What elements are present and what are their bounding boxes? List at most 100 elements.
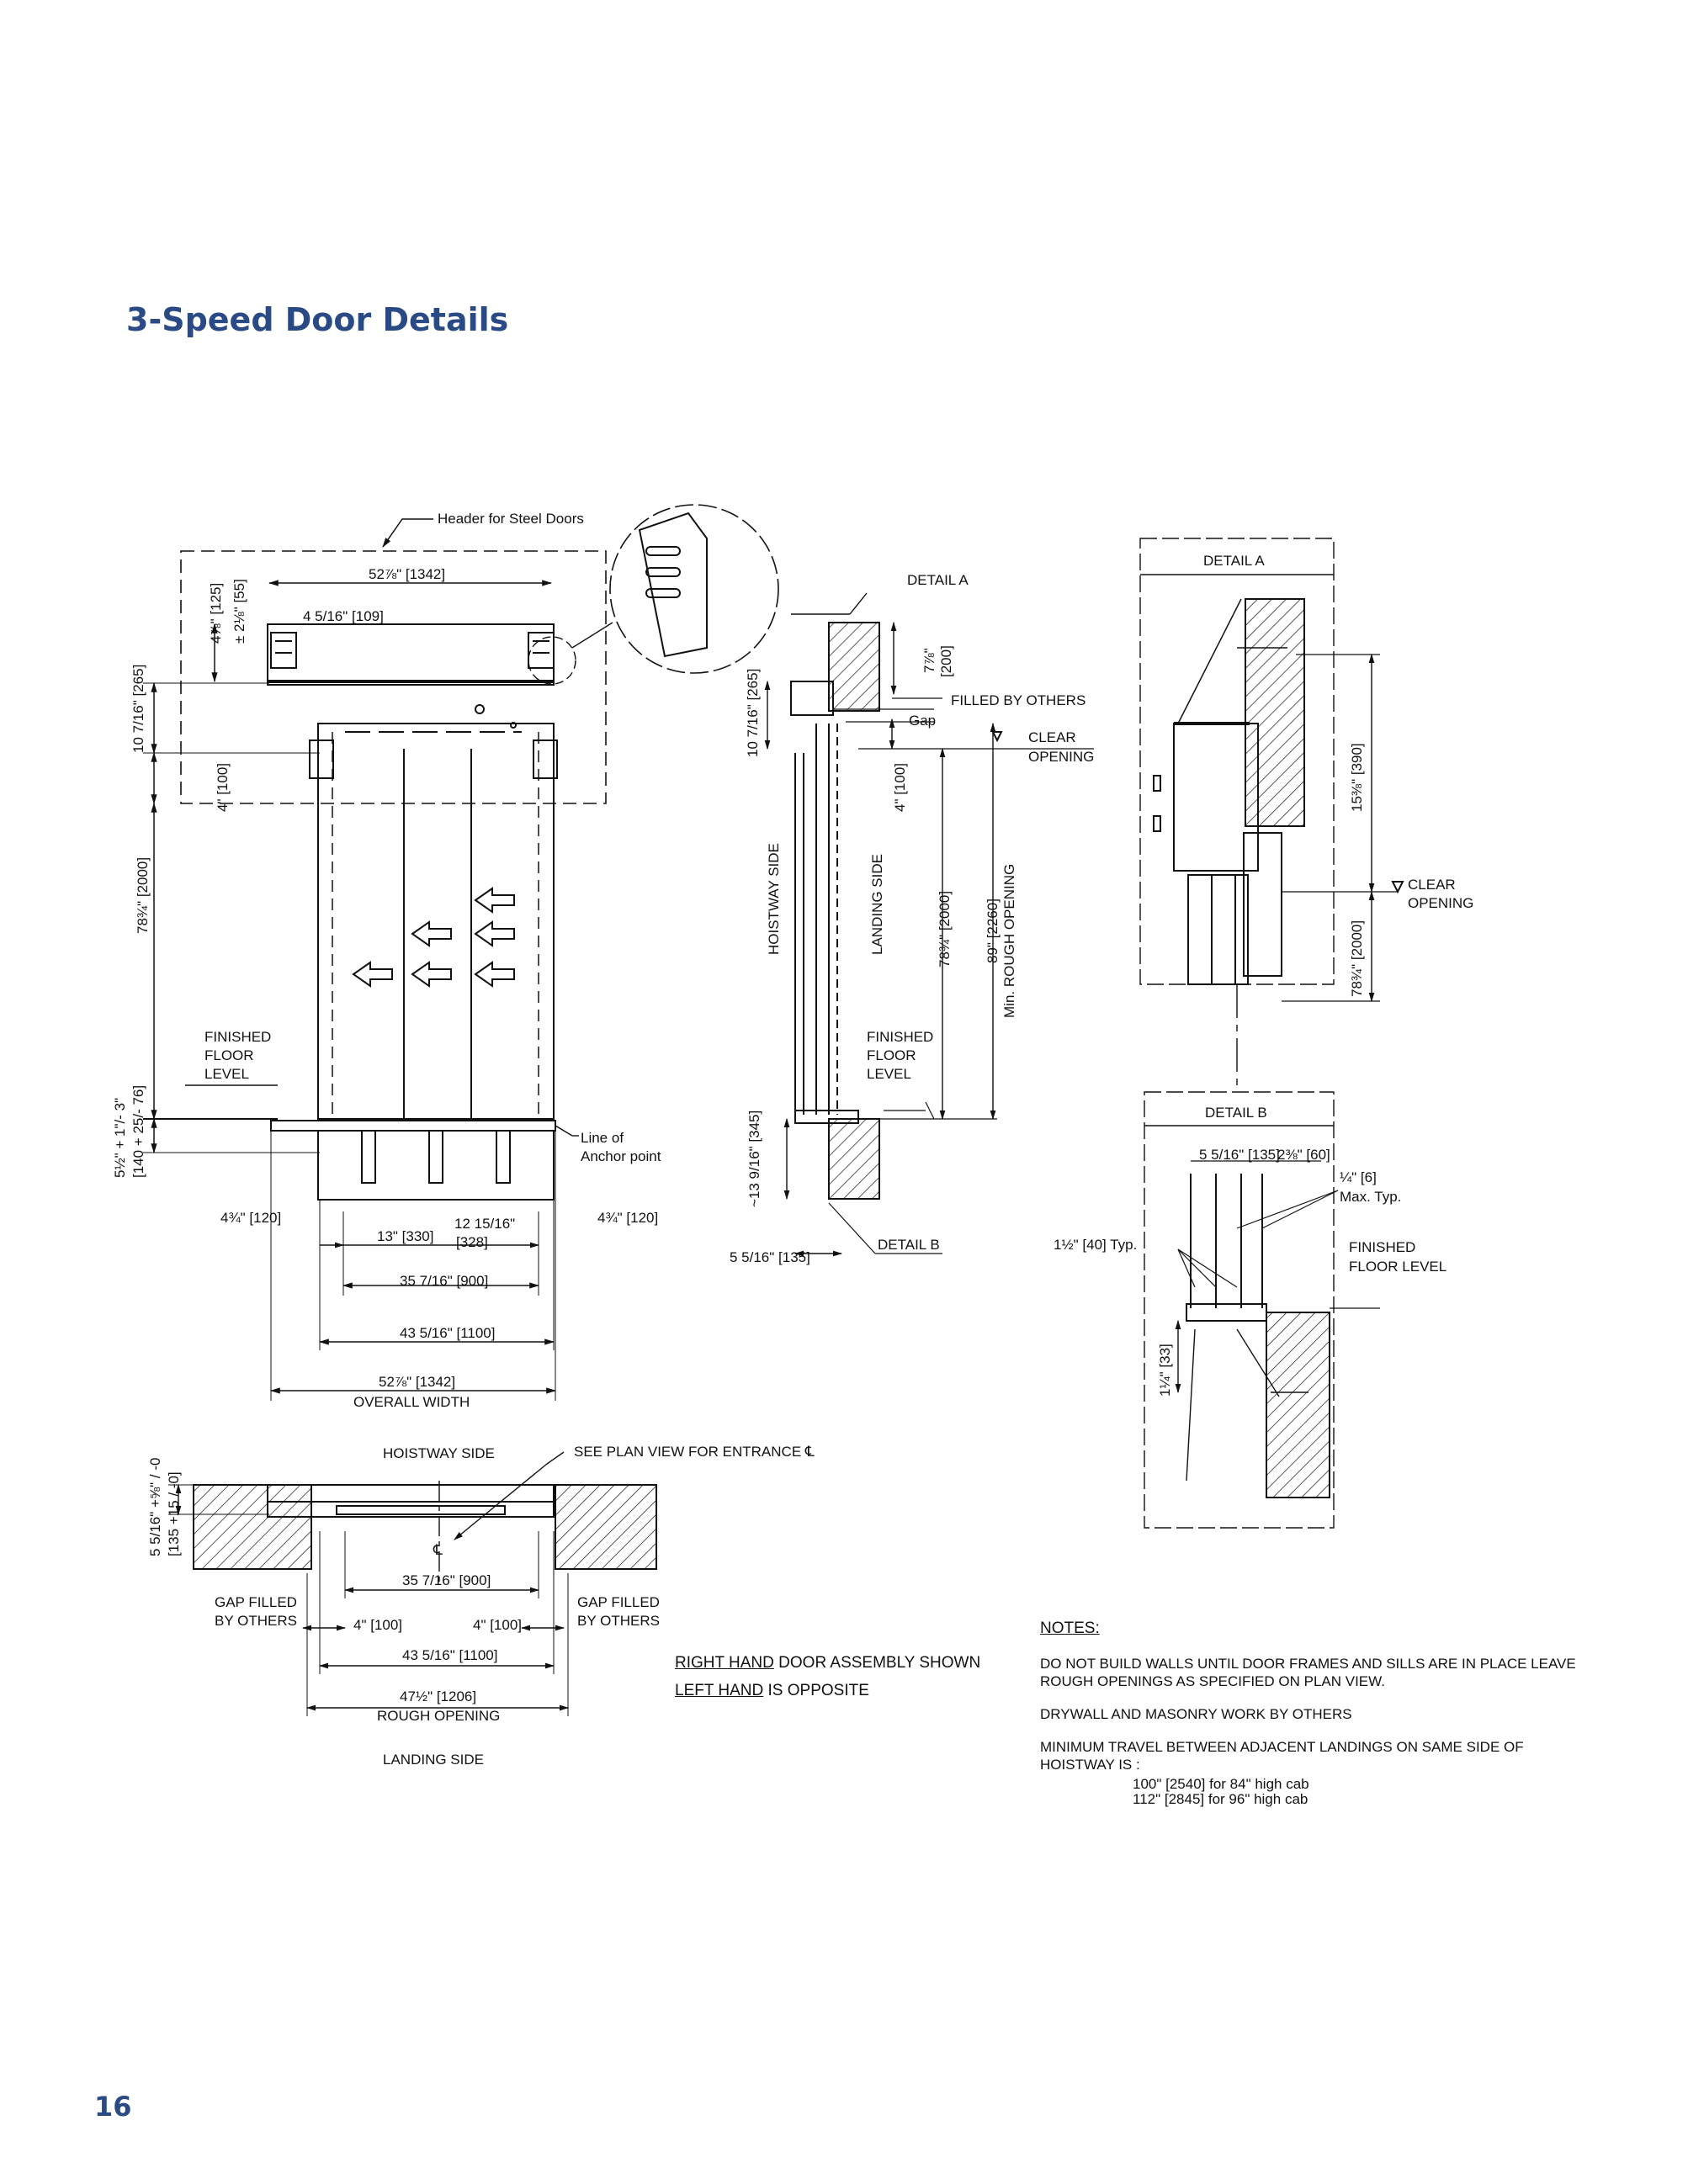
dim-328: [328]	[456, 1234, 488, 1250]
section-dim-135: 5 5/16" [135]	[730, 1249, 810, 1265]
section-floor-2: FLOOR	[867, 1047, 916, 1063]
section-labels: DETAIL A 7⅞" [200] FILLED BY OTHERS Gap …	[730, 572, 1094, 1265]
dim-35: 35 7/16" [900]	[400, 1273, 488, 1289]
anchor-label-1: Line of	[581, 1130, 624, 1146]
section-dim-265: 10 7/16" [265]	[745, 669, 761, 757]
section-dim-200: [200]	[938, 645, 954, 677]
side-section	[764, 592, 1094, 1257]
detail-a-title: DETAIL A	[1203, 553, 1265, 569]
detail-b-floor-1: FINISHED	[1349, 1239, 1415, 1255]
anchor-label-2: Anchor point	[581, 1148, 661, 1164]
detail-a-clear-1: CLEAR	[1408, 877, 1456, 893]
dim-13: 13" [330]	[377, 1228, 433, 1244]
note-3: MINIMUM TRAVEL BETWEEN ADJACENT LANDINGS…	[1040, 1739, 1524, 1773]
plan-dim-35: 35 7/16" [900]	[402, 1572, 491, 1588]
note-2: DRYWALL AND MASONRY WORK BY OTHERS	[1040, 1706, 1352, 1722]
floor-label-1: FINISHED	[204, 1029, 271, 1045]
door-height-dim: 78¾" [2000]	[135, 857, 151, 934]
landing-side: LANDING SIDE	[869, 854, 885, 955]
detail-b-dim-135: 5 5/16" [135]	[1199, 1147, 1280, 1163]
detail-b-title: DETAIL B	[1205, 1105, 1267, 1121]
plan-centerline: ℄	[433, 1542, 443, 1558]
dim-right: 4¾" [120]	[597, 1210, 658, 1226]
detail-b-dim-40: 1½" [40] Typ.	[1054, 1237, 1137, 1253]
plan-dim-47: 47½" [1206]	[400, 1688, 476, 1704]
see-plan-view: SEE PLAN VIEW FOR ENTRANCE ℄	[574, 1444, 815, 1460]
clear-label-1: CLEAR	[1028, 729, 1076, 745]
plan-dim-left-2: [135 +15 / -0]	[166, 1471, 182, 1556]
gap-filled-left-2: BY OTHERS	[215, 1613, 297, 1629]
dim-43: 43 5/16" [1100]	[400, 1325, 495, 1341]
page-title: 3-Speed Door Details	[126, 301, 509, 338]
detail-b	[1144, 1091, 1380, 1529]
plan-view	[168, 1451, 657, 1716]
elevation-labels: Header for Steel Doors 52⅞" [1342] 4 5/1…	[112, 511, 661, 1410]
clear-label-2: OPENING	[1028, 749, 1094, 765]
section-dim-2000: 78¾" [2000]	[937, 891, 953, 967]
plan-dim-43: 43 5/16" [1100]	[402, 1647, 497, 1663]
plan-landing-side: LANDING SIDE	[383, 1752, 484, 1768]
sill-dim-1: 5½" + 1"/- 3"	[112, 1098, 128, 1178]
detail-b-dim-6: ¼" [6]	[1340, 1169, 1377, 1185]
header-dim-2: ± 2⅛" [55]	[231, 579, 247, 644]
section-dim-345: ~13 9/16" [345]	[746, 1111, 762, 1207]
top-width-dim: 52⅞" [1342]	[369, 566, 445, 582]
notes-block: NOTES: DO NOT BUILD WALLS UNTIL DOOR FRA…	[1040, 1619, 1579, 1807]
section-dim-89: 89" [2260]	[985, 899, 1001, 963]
front-elevation	[143, 504, 779, 1401]
gap-filled-right-1: GAP FILLED	[577, 1594, 660, 1610]
right-hand-rest: DOOR ASSEMBLY SHOWN	[773, 1654, 981, 1672]
header-dim-1: 4⅞" [125]	[208, 583, 224, 644]
detail-b-dim-60: 2⅜" [60]	[1277, 1147, 1330, 1163]
min-rough-opening: Min. ROUGH OPENING	[1001, 864, 1017, 1018]
floor-label-3: LEVEL	[204, 1066, 249, 1082]
page-number: 16	[94, 2091, 132, 2123]
detail-a-labels: DETAIL A 15⅜" [390] CLEAR OPENING 78¾" […	[1203, 553, 1473, 997]
hoistway-side: HOISTWAY SIDE	[766, 843, 782, 955]
section-detail-b: DETAIL B	[878, 1237, 940, 1253]
left-hand-rest: IS OPPOSITE	[763, 1682, 869, 1699]
floor-label-2: FLOOR	[204, 1047, 254, 1063]
detail-a-dim-2000: 78¾" [2000]	[1349, 920, 1365, 997]
note-3b: 112" [2845] for 96" high cab	[1133, 1791, 1308, 1807]
detail-a-clear-2: OPENING	[1408, 895, 1473, 911]
plan-dim-100-left: 4" [100]	[353, 1617, 402, 1633]
gap-filled-left-1: GAP FILLED	[215, 1594, 297, 1610]
section-detail-a: DETAIL A	[907, 572, 969, 588]
hand-note: RIGHT HAND DOOR ASSEMBLY SHOWN LEFT HAND…	[675, 1649, 980, 1704]
note-3a: 100" [2540] for 84" high cab	[1133, 1776, 1309, 1792]
detail-a	[1139, 538, 1404, 1089]
section-floor-3: LEVEL	[867, 1066, 911, 1082]
right-hand-label: RIGHT HAND	[675, 1654, 774, 1672]
detail-b-max-typ: Max. Typ.	[1340, 1189, 1401, 1205]
section-dim-7: 7⅞"	[921, 648, 937, 673]
detail-a-dim-390: 15⅜" [390]	[1349, 743, 1365, 812]
header-height-dim: 10 7/16" [265]	[130, 665, 146, 753]
bracket-dim: 4 5/16" [109]	[303, 608, 384, 624]
plan-dim-left-1: 5 5/16" +⅝" / -0	[147, 1458, 163, 1556]
overall-width-dim: 52⅞" [1342]	[379, 1374, 455, 1390]
left-hand-label: LEFT HAND	[675, 1682, 764, 1699]
sill-dim-2: [140 + 25/- 76]	[130, 1085, 146, 1178]
plan-hoistway-side: HOISTWAY SIDE	[383, 1445, 495, 1461]
header-gap-dim: 4" [100]	[215, 763, 231, 812]
note-1: DO NOT BUILD WALLS UNTIL DOOR FRAMES AND…	[1040, 1656, 1576, 1689]
detail-b-dim-33: 1¼" [33]	[1157, 1344, 1173, 1397]
dim-12: 12 15/16"	[454, 1216, 515, 1232]
dim-left: 4¾" [120]	[220, 1210, 281, 1226]
left-hand-line: LEFT HAND IS OPPOSITE	[675, 1677, 980, 1704]
overall-width-label: OVERALL WIDTH	[353, 1394, 470, 1410]
filled-by-others: FILLED BY OTHERS	[951, 692, 1086, 708]
detail-b-labels: DETAIL B 5 5/16" [135] 2⅜" [60] ¼" [6] M…	[1054, 1105, 1446, 1397]
section-floor-1: FINISHED	[867, 1029, 933, 1045]
section-dim-100: 4" [100]	[892, 763, 908, 812]
right-hand-line: RIGHT HAND DOOR ASSEMBLY SHOWN	[675, 1649, 980, 1677]
plan-rough-opening: ROUGH OPENING	[377, 1708, 500, 1724]
plan-labels: HOISTWAY SIDE SEE PLAN VIEW FOR ENTRANCE…	[147, 1444, 815, 1768]
plan-dim-100-right: 4" [100]	[473, 1617, 522, 1633]
gap-label: Gap	[909, 713, 936, 729]
detail-b-floor-2: FLOOR LEVEL	[1349, 1259, 1446, 1275]
header-label: Header for Steel Doors	[438, 511, 584, 527]
notes-heading: NOTES:	[1040, 1619, 1100, 1637]
